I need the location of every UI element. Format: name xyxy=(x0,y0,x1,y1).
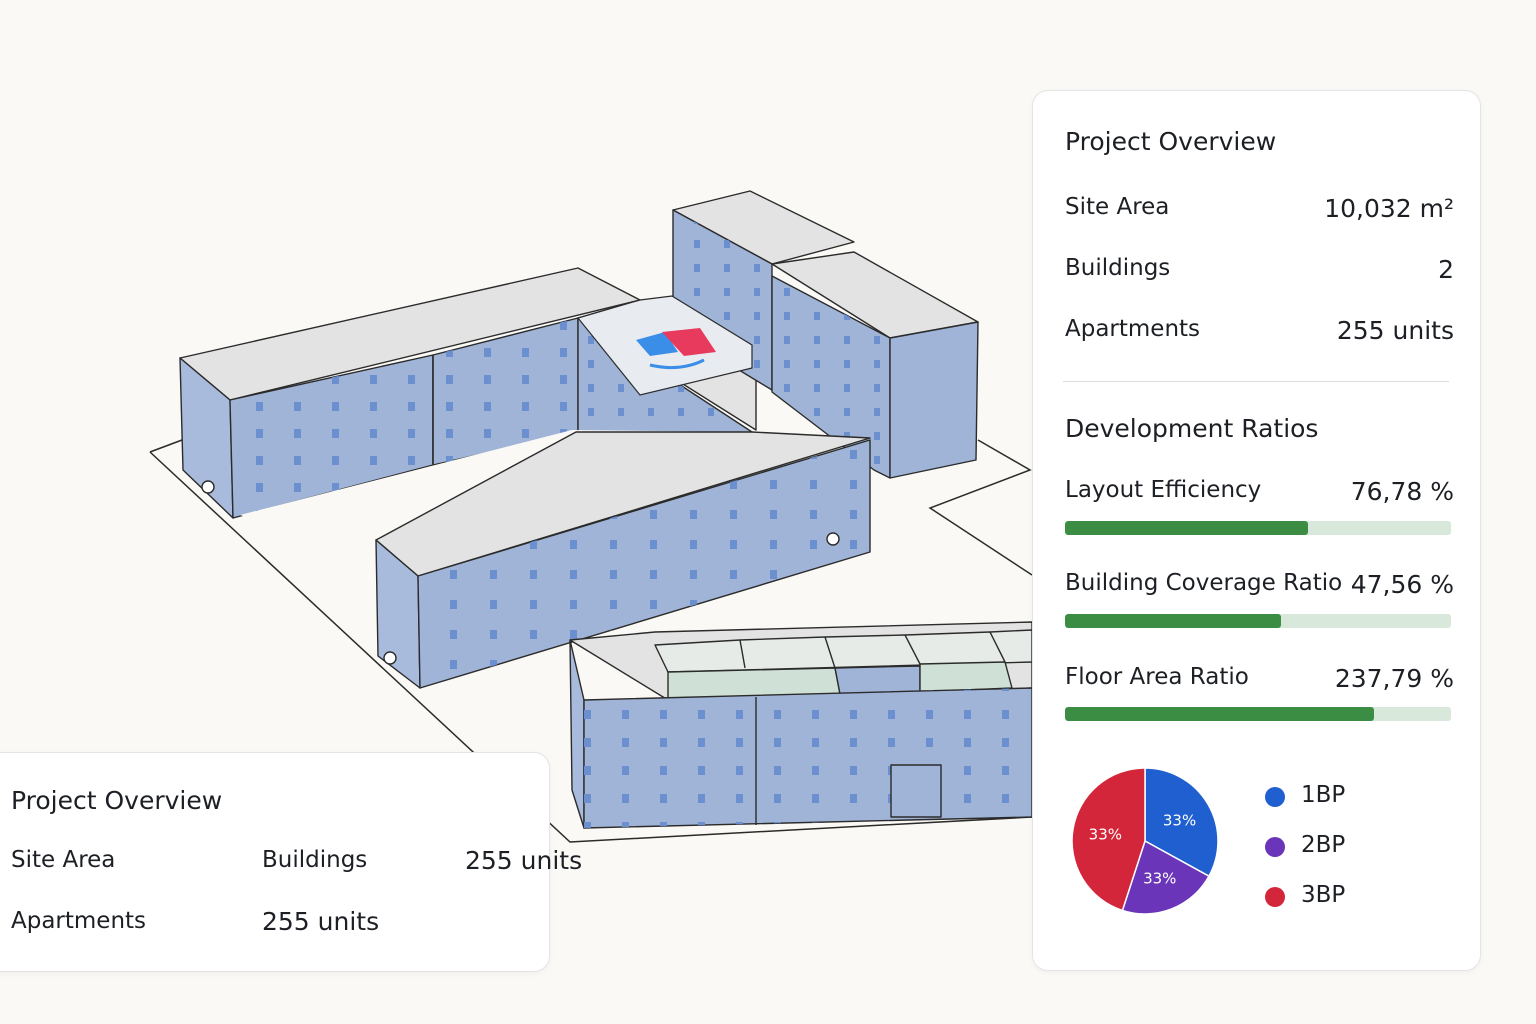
floor-area-ratio-fill xyxy=(1065,707,1374,721)
ratios-title: Development Ratios xyxy=(1065,414,1319,443)
legend-label-3bp: 3BP xyxy=(1301,882,1346,908)
apartments-value: 255 units xyxy=(1336,316,1454,345)
roof-connector xyxy=(576,295,753,396)
buildings-label: Buildings xyxy=(1065,255,1171,281)
bottom-site-area-label: Site Area xyxy=(11,847,116,873)
layout-efficiency-value: 76,78 % xyxy=(1350,477,1454,506)
bottom-overview-panel: Project Overview Site Area Buildings 255… xyxy=(0,752,582,972)
floor-area-ratio-bar xyxy=(1065,707,1451,721)
apartments-label: Apartments xyxy=(1065,316,1201,342)
pie-label-3bp: 33% xyxy=(1089,826,1122,844)
legend-dot-2bp xyxy=(1265,837,1285,857)
legend-label-2bp: 2BP xyxy=(1301,832,1346,858)
bottom-apartments-value: 255 units xyxy=(262,907,380,936)
coverage-ratio-value: 47,56 % xyxy=(1350,570,1454,599)
pie-slice-3bp xyxy=(1071,767,1146,912)
project-info-panel: Project Overview Site Area 10,032 m² Bui… xyxy=(1032,90,1481,971)
legend-label-1bp: 1BP xyxy=(1301,782,1346,808)
layout-efficiency-bar xyxy=(1065,521,1451,535)
bottom-buildings-value: 255 units xyxy=(465,846,583,875)
coverage-ratio-bar xyxy=(1065,614,1451,628)
legend-dot-1bp xyxy=(1265,787,1285,807)
legend-dot-3bp xyxy=(1265,887,1285,907)
coverage-ratio-label: Building Coverage Ratio xyxy=(1065,570,1343,596)
site-area-label: Site Area xyxy=(1065,194,1170,220)
buildings-value: 2 xyxy=(1438,255,1454,284)
site-boundary xyxy=(149,439,1033,843)
building-lower-block xyxy=(569,621,1033,829)
pie-slice-2bp xyxy=(1121,839,1210,915)
bottom-apartments-label: Apartments xyxy=(11,908,147,934)
layout-efficiency-label: Layout Efficiency xyxy=(1065,477,1262,503)
pie-label-2bp: 33% xyxy=(1143,869,1176,887)
coverage-ratio-fill xyxy=(1065,614,1282,628)
pie-label-1bp: 33% xyxy=(1163,812,1196,830)
pie-slice-1bp xyxy=(1144,767,1219,878)
unit-mix-pie-chart: 33% 33% 33% xyxy=(1071,767,1219,915)
floor-area-ratio-label: Floor Area Ratio xyxy=(1065,664,1249,690)
layout-efficiency-fill xyxy=(1065,521,1309,535)
section-divider xyxy=(1063,381,1449,382)
overview-title: Project Overview xyxy=(1065,127,1277,156)
floor-area-ratio-value: 237,79 % xyxy=(1334,664,1454,693)
building-front-wing xyxy=(201,431,871,689)
site-area-value: 10,032 m² xyxy=(1324,194,1454,223)
bottom-overview-title: Project Overview xyxy=(11,786,223,815)
bottom-buildings-label: Buildings xyxy=(262,847,368,873)
